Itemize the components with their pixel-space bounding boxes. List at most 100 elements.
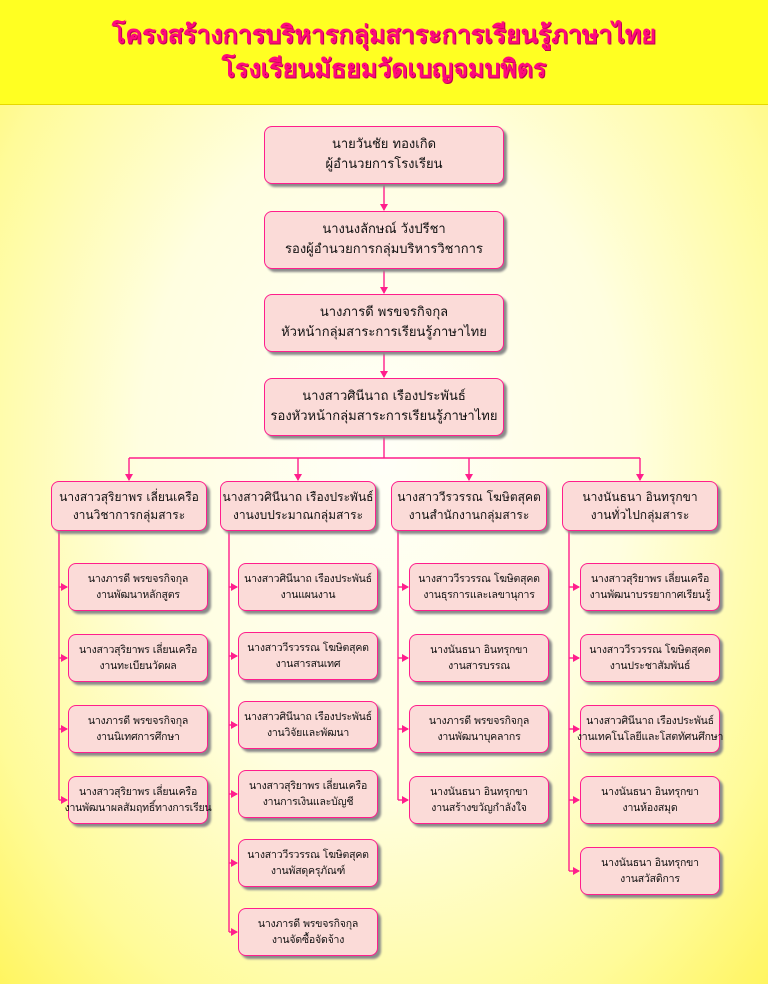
branch-0-item-arrow-1 bbox=[61, 654, 68, 662]
branch-2-item-arrow-2 bbox=[402, 725, 409, 733]
branch-head-2: นางสาววีรวรรณ โฆษิตสุคตงานสำนักงานกลุ่มส… bbox=[391, 481, 547, 531]
branch-3-item-1: นางสาววีรวรรณ โฆษิตสุคตงานประชาสัมพันธ์ bbox=[580, 634, 720, 682]
branch-3-item-2-role: งานเทคโนโลยีและโสตทัศนศึกษา bbox=[576, 731, 724, 743]
branch-1-item-4: นางสาววีรวรรณ โฆษิตสุคตงานพัสดุครุภัณฑ์ bbox=[238, 839, 378, 887]
top-box-1: นางนงลักษณ์ วังปรีชารองผู้อำนวยการกลุ่มบ… bbox=[264, 211, 504, 269]
branch-0-item-arrow-0 bbox=[61, 583, 68, 591]
branch-2-item-0: นางสาววีรวรรณ โฆษิตสุคตงานธุรการและเลขาน… bbox=[409, 563, 549, 611]
branch-3-item-0: นางสาวสุริยาพร เลี่ยนเครืองานพัฒนาบรรยาก… bbox=[580, 563, 720, 611]
top-box-3: นางสาวศินีนาถ เรืองประพันธ์รองหัวหน้ากลุ… bbox=[264, 378, 504, 436]
branch-2-item-0-name: นางสาววีรวรรณ โฆษิตสุคต bbox=[418, 573, 540, 585]
branch-1-item-arrow-3 bbox=[231, 790, 238, 798]
top-box-2: นางภารดี พรขจรกิจกุลหัวหน้ากลุ่มสาระการเ… bbox=[264, 294, 504, 352]
branch-0-item-0-role: งานพัฒนาหลักสูตร bbox=[96, 589, 180, 601]
branch-1-item-arrow-1 bbox=[231, 652, 238, 660]
page-subtitle: โรงเรียนมัธยมวัดเบญจมบพิตร bbox=[221, 54, 547, 83]
top-box-1-name: นางนงลักษณ์ วังปรีชา bbox=[322, 222, 446, 237]
branch-0-item-2: นางภารดี พรขจรกิจกุลงานนิเทศการศึกษา bbox=[68, 705, 208, 753]
branch-3-item-0-name: นางสาวสุริยาพร เลี่ยนเครือ bbox=[590, 573, 710, 585]
branch-1-item-2-role: งานวิจัยและพัฒนา bbox=[266, 727, 350, 739]
branch-1-item-3: นางสาวสุริยาพร เลี่ยนเครืองานการเงินและบ… bbox=[238, 770, 378, 818]
top-arrow-2 bbox=[380, 287, 388, 294]
branch-1-item-arrow-2 bbox=[231, 721, 238, 729]
branch-0-item-arrow-3 bbox=[61, 796, 68, 804]
branch-3-item-2: นางสาวศินีนาถ เรืองประพันธ์งานเทคโนโลยีแ… bbox=[576, 705, 724, 753]
branch-2-item-0-role: งานธุรการและเลขานุการ bbox=[423, 589, 535, 601]
branch-0-item-1-role: งานทะเบียนวัดผล bbox=[99, 660, 177, 672]
page-title: โครงสร้างการบริหารกลุ่มสาระการเรียนรู้ภา… bbox=[111, 20, 657, 49]
branch-1-item-arrow-0 bbox=[231, 583, 238, 591]
top-box-3-role: รองหัวหน้ากลุ่มสาระการเรียนรู้ภาษาไทย bbox=[270, 409, 498, 424]
branch-0-item-2-name: นางภารดี พรขจรกิจกุล bbox=[87, 715, 189, 727]
org-connectors bbox=[58, 184, 644, 936]
top-box-2-name: นางภารดี พรขจรกิจกุล bbox=[319, 305, 449, 320]
branch-1-item-arrow-5 bbox=[231, 928, 238, 936]
branch-arrow-1 bbox=[294, 474, 302, 481]
top-box-1-role: รองผู้อำนวยการกลุ่มบริหารวิชาการ bbox=[285, 242, 483, 257]
branch-3-item-2-name: นางสาวศินีนาถ เรืองประพันธ์ bbox=[586, 715, 714, 727]
branch-2-item-2-name: นางภารดี พรขจรกิจกุล bbox=[428, 715, 530, 727]
branch-3-item-arrow-2 bbox=[573, 725, 580, 733]
branch-0-item-1: นางสาวสุริยาพร เลี่ยนเครืองานทะเบียนวัดผ… bbox=[68, 634, 208, 682]
top-box-0: นายวันชัย ทองเกิดผู้อำนวยการโรงเรียน bbox=[264, 126, 504, 184]
branch-head-3-name: นางนันธนา อินทรุกขา bbox=[582, 490, 698, 504]
branch-head-0-role: งานวิชาการกลุ่มสาระ bbox=[72, 508, 186, 522]
top-box-2-role: หัวหน้ากลุ่มสาระการเรียนรู้ภาษาไทย bbox=[281, 325, 487, 340]
org-chart-panel: นายวันชัย ทองเกิดผู้อำนวยการโรงเรียนนางน… bbox=[0, 104, 768, 984]
branch-3-item-3-name: นางนันธนา อินทรุกขา bbox=[601, 786, 699, 798]
top-arrow-3 bbox=[380, 371, 388, 378]
branch-arrow-3 bbox=[636, 474, 644, 481]
branch-head-2-name: นางสาววีรวรรณ โฆษิตสุคต bbox=[397, 490, 541, 504]
branch-3-item-4-name: นางนันธนา อินทรุกขา bbox=[601, 857, 699, 869]
branch-head-2-role: งานสำนักงานกลุ่มสาระ bbox=[408, 508, 530, 522]
branch-2-item-3: นางนันธนา อินทรุกขางานสร้างขวัญกำลังใจ bbox=[409, 776, 549, 824]
branch-3-item-1-name: นางสาววีรวรรณ โฆษิตสุคต bbox=[589, 644, 711, 656]
branch-3-item-arrow-1 bbox=[573, 654, 580, 662]
branch-1-item-2-name: นางสาวศินีนาถ เรืองประพันธ์ bbox=[244, 711, 372, 723]
branch-3-item-4: นางนันธนา อินทรุกขางานสวัสดิการ bbox=[580, 847, 720, 895]
branch-0-item-0-name: นางภารดี พรขจรกิจกุล bbox=[87, 573, 189, 585]
branch-1-item-0: นางสาวศินีนาถ เรืองประพันธ์งานแผนงาน bbox=[238, 563, 378, 611]
branch-1-item-0-name: นางสาวศินีนาถ เรืองประพันธ์ bbox=[244, 573, 372, 585]
branch-head-1: นางสาวศินีนาถ เรืองประพันธ์งานงบประมาณกล… bbox=[220, 481, 376, 531]
branch-0-item-2-role: งานนิเทศการศึกษา bbox=[96, 731, 180, 743]
branch-1-item-1-role: งานสารสนเทศ bbox=[275, 658, 341, 670]
branch-1-item-3-name: นางสาวสุริยาพร เลี่ยนเครือ bbox=[248, 780, 368, 792]
branch-1-item-0-role: งานแผนงาน bbox=[280, 589, 336, 601]
branch-3-item-1-role: งานประชาสัมพันธ์ bbox=[609, 660, 691, 672]
branch-head-3: นางนันธนา อินทรุกขางานทั่วไปกลุ่มสาระ bbox=[562, 481, 718, 531]
branch-0-item-3-role: งานพัฒนาผลสัมฤทธิ์ทางการเรียน bbox=[64, 802, 212, 814]
top-box-0-name: นายวันชัย ทองเกิด bbox=[331, 137, 437, 152]
branch-0-item-1-name: นางสาวสุริยาพร เลี่ยนเครือ bbox=[78, 644, 198, 656]
branch-3-item-4-role: งานสวัสดิการ bbox=[620, 873, 680, 885]
branch-head-0-name: นางสาวสุริยาพร เลี่ยนเครือ bbox=[59, 490, 199, 504]
branch-head-1-role: งานงบประมาณกลุ่มสาระ bbox=[232, 508, 364, 522]
branch-3-item-arrow-3 bbox=[573, 796, 580, 804]
branch-0-item-arrow-2 bbox=[61, 725, 68, 733]
branch-2-item-arrow-0 bbox=[402, 583, 409, 591]
branch-2-item-1-name: นางนันธนา อินทรุกขา bbox=[430, 644, 528, 656]
branch-2-item-2: นางภารดี พรขจรกิจกุลงานพัฒนาบุคลากร bbox=[409, 705, 549, 753]
branch-2-item-arrow-3 bbox=[402, 796, 409, 804]
branch-1-item-1: นางสาววีรวรรณ โฆษิตสุคตงานสารสนเทศ bbox=[238, 632, 378, 680]
branch-2-item-3-role: งานสร้างขวัญกำลังใจ bbox=[431, 802, 527, 814]
branch-0-item-3: นางสาวสุริยาพร เลี่ยนเครืองานพัฒนาผลสัมฤ… bbox=[65, 776, 212, 824]
branch-3-item-0-role: งานพัฒนาบรรยากาศเรียนรู้ bbox=[589, 589, 711, 601]
branch-3-item-arrow-0 bbox=[573, 583, 580, 591]
branch-2-item-1-role: งานสารบรรณ bbox=[448, 660, 510, 672]
branch-0-item-0: นางภารดี พรขจรกิจกุลงานพัฒนาหลักสูตร bbox=[68, 563, 208, 611]
top-box-3-name: นางสาวศินีนาถ เรืองประพันธ์ bbox=[302, 389, 466, 404]
branch-3-item-3-role: งานห้องสมุด bbox=[622, 802, 678, 814]
branch-head-3-role: งานทั่วไปกลุ่มสาระ bbox=[590, 508, 690, 522]
branch-head-0: นางสาวสุริยาพร เลี่ยนเครืองานวิชาการกลุ่… bbox=[51, 481, 207, 531]
branch-1-item-5: นางภารดี พรขจรกิจกุลงานจัดซื้อจัดจ้าง bbox=[238, 908, 378, 956]
branch-2-item-3-name: นางนันธนา อินทรุกขา bbox=[430, 786, 528, 798]
branch-1-item-1-name: นางสาววีรวรรณ โฆษิตสุคต bbox=[247, 642, 369, 654]
branch-1-item-5-role: งานจัดซื้อจัดจ้าง bbox=[271, 934, 345, 946]
branch-1-item-4-name: นางสาววีรวรรณ โฆษิตสุคต bbox=[247, 849, 369, 861]
branch-1-item-5-name: นางภารดี พรขจรกิจกุล bbox=[257, 918, 359, 930]
branch-2-item-arrow-1 bbox=[402, 654, 409, 662]
branch-1-item-arrow-4 bbox=[231, 859, 238, 867]
branch-arrow-2 bbox=[465, 474, 473, 481]
title-bar: โครงสร้างการบริหารกลุ่มสาระการเรียนรู้ภา… bbox=[0, 0, 768, 104]
